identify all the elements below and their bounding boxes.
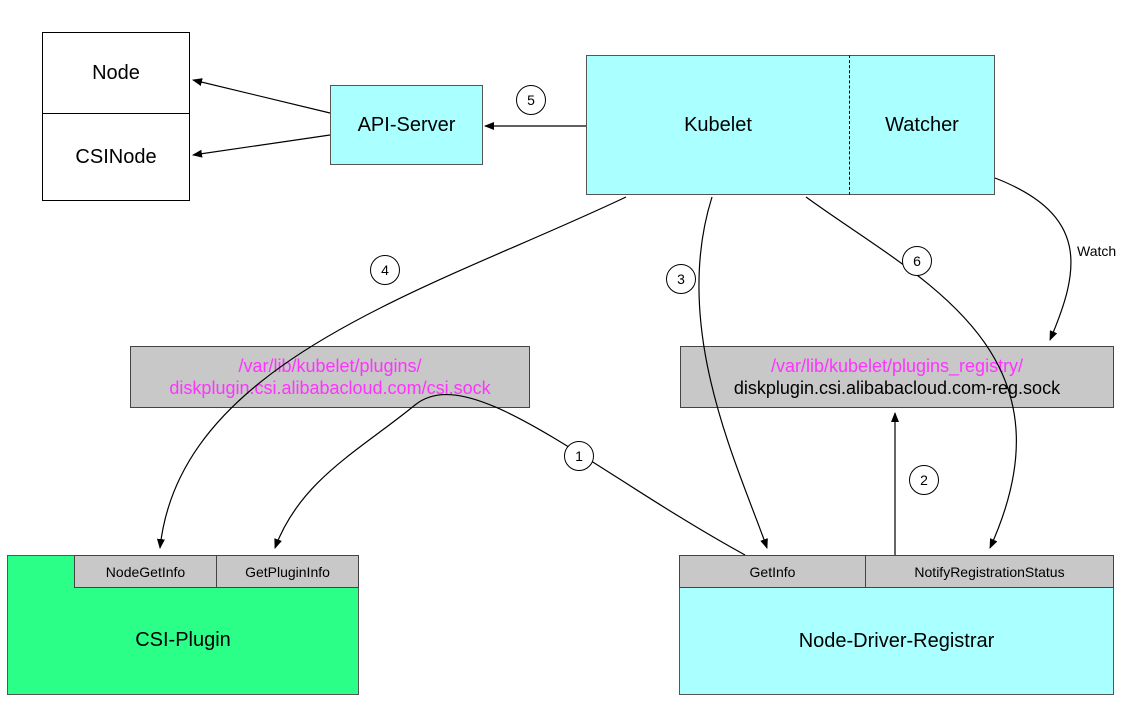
watcher-label: Watcher <box>885 113 959 136</box>
node-get-info-port: NodeGetInfo <box>74 555 217 588</box>
registrar-box: Node-Driver-Registrar <box>679 587 1114 695</box>
notify-status-port: NotifyRegistrationStatus <box>865 555 1114 588</box>
step-3-marker: 3 <box>666 264 696 294</box>
kubelet-label: Kubelet <box>684 113 752 136</box>
node-box: Node <box>42 32 190 115</box>
edge-api-to-csinode <box>192 134 331 158</box>
edge-watch <box>994 177 1072 341</box>
registry-socket-path: /var/lib/kubelet/plugins_registry/ <box>770 355 1024 376</box>
get-plugin-info-port: GetPluginInfo <box>216 555 359 588</box>
csi-plugin-notch <box>7 555 75 588</box>
get-info-label: GetInfo <box>749 563 796 580</box>
kubelet-box: Kubelet <box>586 55 850 195</box>
node-get-info-label: NodeGetInfo <box>105 563 186 580</box>
step-1-marker: 1 <box>564 441 594 471</box>
registry-socket-file: diskplugin.csi.alibabacloud.com-reg.sock <box>733 378 1061 398</box>
csi-socket-box: /var/lib/kubelet/plugins/ diskplugin.csi… <box>130 346 530 408</box>
csi-socket-file: diskplugin.csi.alibabacloud.com/csi.sock <box>169 378 491 398</box>
watcher-box: Watcher <box>849 55 995 195</box>
csi-plugin-box: CSI-Plugin <box>7 587 359 695</box>
registrar-label: Node-Driver-Registrar <box>798 629 995 652</box>
edge-3-kubelet-to-getinfo <box>698 196 768 549</box>
edge-1-getinfo-to-getplugininfo <box>274 394 746 556</box>
step-4-marker: 4 <box>370 255 400 285</box>
notify-status-label: NotifyRegistrationStatus <box>914 563 1065 580</box>
api-server-box: API-Server <box>330 85 483 165</box>
edge-4-kubelet-to-nodegetinfo <box>156 196 627 549</box>
node-label: Node <box>92 62 140 84</box>
get-info-port: GetInfo <box>679 555 866 588</box>
edge-api-to-node <box>192 78 331 114</box>
watch-label: Watch <box>1077 243 1117 259</box>
csinode-label: CSINode <box>75 145 157 168</box>
step-6-marker: 6 <box>902 246 932 276</box>
csi-socket-path: /var/lib/kubelet/plugins/ <box>238 355 422 376</box>
csinode-box: CSINode <box>42 113 190 201</box>
registry-socket-box: /var/lib/kubelet/plugins_registry/ diskp… <box>680 346 1114 408</box>
step-2-marker: 2 <box>909 465 939 495</box>
csi-plugin-label: CSI-Plugin <box>135 629 231 651</box>
edge-6-kubelet-to-notify <box>805 196 1017 549</box>
step-5-marker: 5 <box>516 85 546 115</box>
api-server-label: API-Server <box>357 113 456 136</box>
get-plugin-info-label: GetPluginInfo <box>245 563 330 580</box>
